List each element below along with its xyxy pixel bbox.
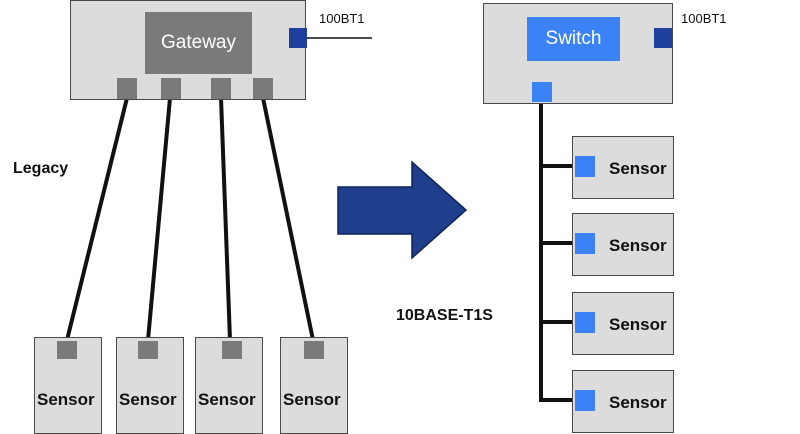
gateway-uplink-port (289, 28, 307, 48)
t1s-sensor-label: Sensor (609, 236, 667, 255)
switch-uplink-port (654, 28, 672, 48)
switch-uplink-tag: 100BT1 (681, 11, 727, 26)
t1s-sensor-port (575, 233, 595, 254)
gateway-port-4 (253, 78, 273, 99)
legacy-sensor-3: Sensor (195, 337, 263, 434)
t1s-sensor-2: Sensor (572, 213, 674, 276)
legacy-sensor-label: Sensor (37, 390, 95, 409)
switch-label: Switch (545, 28, 602, 49)
gateway-box: Gateway (70, 0, 307, 100)
legacy-section-label: Legacy (13, 160, 69, 177)
t1s-sensor-3: Sensor (572, 292, 674, 355)
switch-box: Switch (483, 3, 673, 104)
t1s-sensor-1: Sensor (572, 136, 674, 199)
legacy-sensor-4: Sensor (280, 337, 348, 434)
legacy-link-3 (219, 97, 232, 341)
transition-arrow (337, 160, 468, 260)
gateway-label: Gateway (161, 32, 236, 53)
switch-block: Switch (527, 17, 620, 61)
legacy-sensor-port (304, 341, 324, 359)
t1s-sensor-label: Sensor (609, 159, 667, 178)
switch-bus-port (532, 82, 552, 102)
gateway-block: Gateway (145, 12, 252, 74)
t1s-sensor-port (575, 156, 595, 177)
legacy-sensor-port (138, 341, 158, 359)
t1s-sensor-port (575, 390, 595, 411)
legacy-sensor-1: Sensor (34, 337, 102, 434)
gateway-port-1 (117, 78, 137, 99)
legacy-sensor-label: Sensor (198, 390, 256, 409)
t1s-sensor-label: Sensor (609, 315, 667, 334)
t1s-sensor-label: Sensor (609, 393, 667, 412)
legacy-sensor-label: Sensor (119, 390, 177, 409)
legacy-sensor-port (222, 341, 242, 359)
gateway-uplink-tag: 100BT1 (319, 11, 365, 26)
legacy-sensor-label: Sensor (283, 390, 341, 409)
gateway-port-3 (211, 78, 231, 99)
legacy-link-2 (146, 97, 172, 341)
gateway-port-2 (161, 78, 181, 99)
t1s-sensor-4: Sensor (572, 370, 674, 433)
legacy-link-4 (261, 97, 315, 341)
legacy-sensor-port (57, 341, 77, 359)
t1s-section-label: 10BASE-T1S (396, 307, 493, 324)
t1s-sensor-port (575, 312, 595, 333)
legacy-link-1 (65, 97, 129, 341)
legacy-sensor-2: Sensor (116, 337, 184, 434)
